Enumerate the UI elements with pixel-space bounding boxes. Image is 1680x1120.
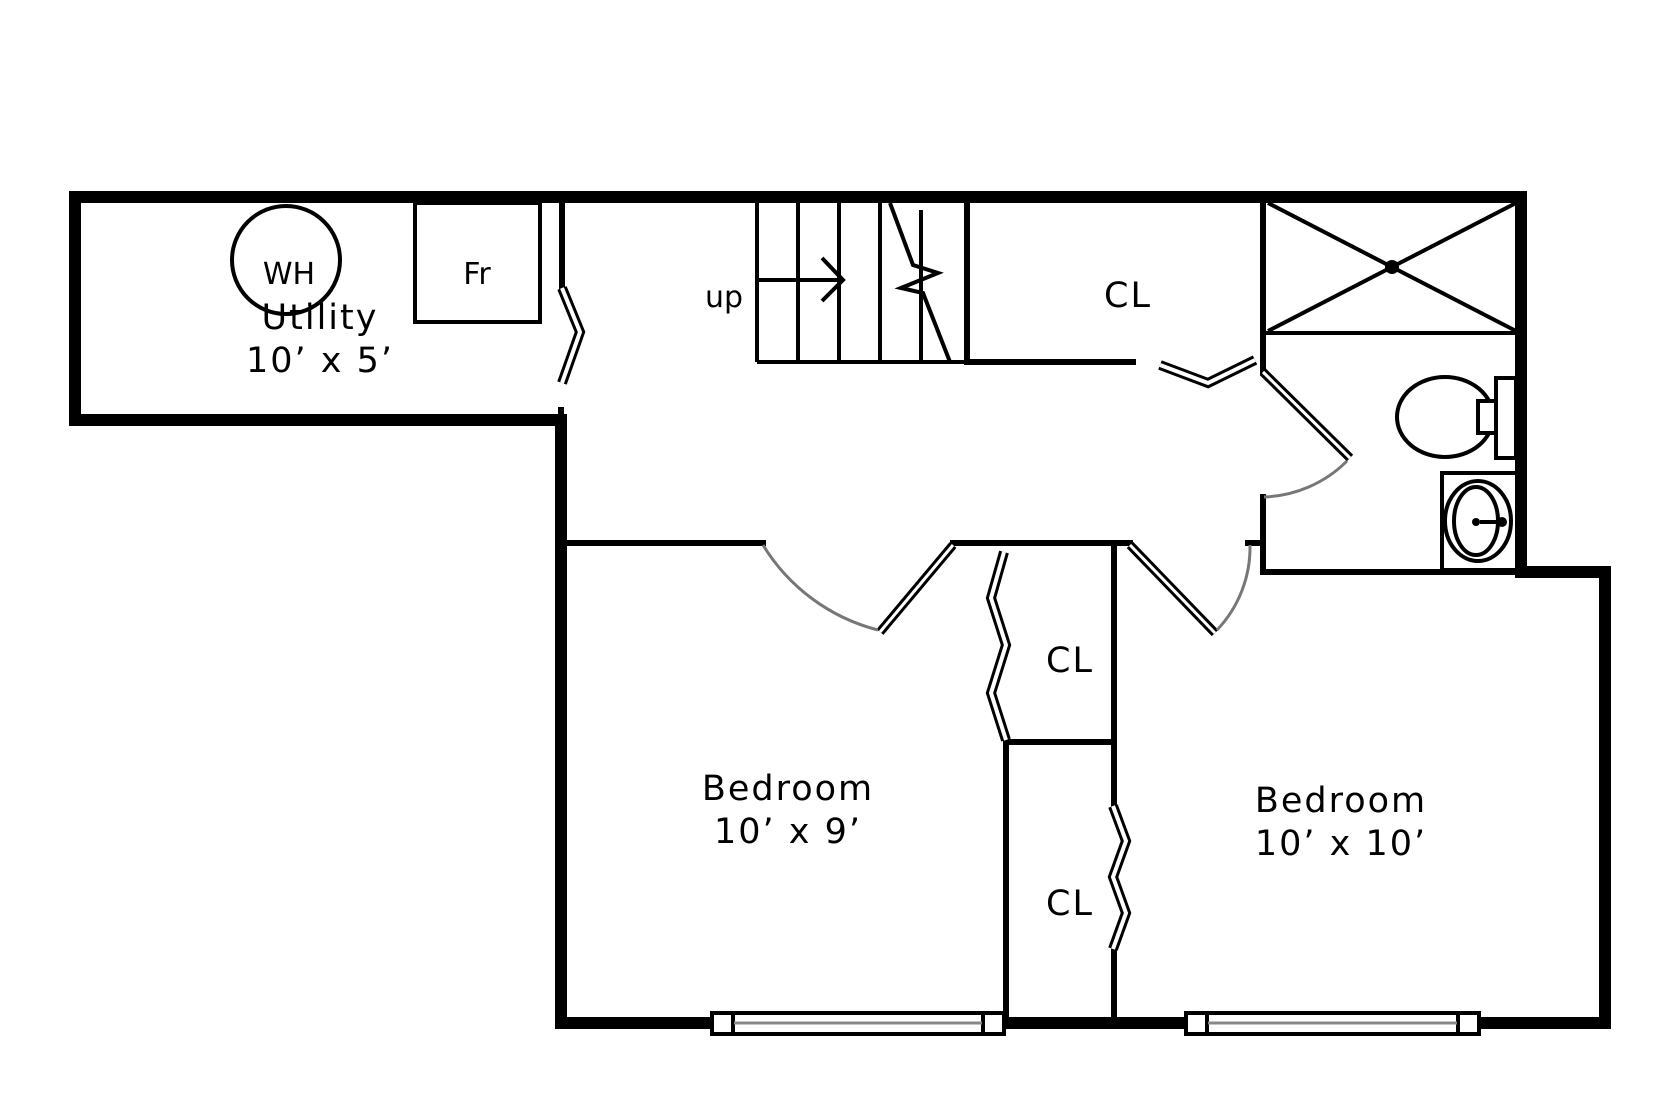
lower-closet-label: CL	[1046, 884, 1094, 924]
lower-closet-bifold-door[interactable]	[1107, 804, 1132, 951]
upper-closet-label: CL	[1046, 641, 1094, 681]
furnace-label: Fr	[463, 257, 491, 292]
window-bedroom1	[710, 1011, 1006, 1036]
water-heater-label: WH	[263, 257, 315, 292]
utility-bifold-door[interactable]	[557, 286, 586, 385]
bedroom2-door[interactable]	[1126, 541, 1252, 637]
bedroom2-size: 10’ x 10’	[1255, 824, 1427, 864]
water-heater-icon	[230, 204, 342, 316]
bedroom1-name: Bedroom	[702, 769, 874, 809]
bedroom2-name: Bedroom	[1255, 781, 1427, 821]
interior-walls	[558, 200, 1524, 1020]
shower	[1263, 201, 1521, 335]
furnace-icon	[413, 201, 542, 324]
toilet-icon	[1395, 375, 1518, 460]
hall-closet-bifold-door[interactable]	[1158, 355, 1258, 389]
exterior-walls	[69, 191, 1611, 1029]
bedroom1-size: 10’ x 9’	[714, 812, 862, 852]
hall-closet-label: CL	[1104, 276, 1152, 316]
upper-closet-bifold-door[interactable]	[985, 550, 1012, 742]
utility-room-size: 10’ x 5’	[246, 341, 394, 381]
bedroom1-door[interactable]	[761, 542, 957, 635]
window-bedroom2	[1184, 1011, 1481, 1036]
shower-drain-icon	[1385, 260, 1399, 274]
bathroom-door[interactable]	[1259, 368, 1354, 499]
sink-icon	[1440, 471, 1523, 572]
stairs	[755, 202, 967, 364]
stairs-up-label: up	[705, 280, 743, 315]
utility-room-name: Utility	[262, 298, 379, 338]
